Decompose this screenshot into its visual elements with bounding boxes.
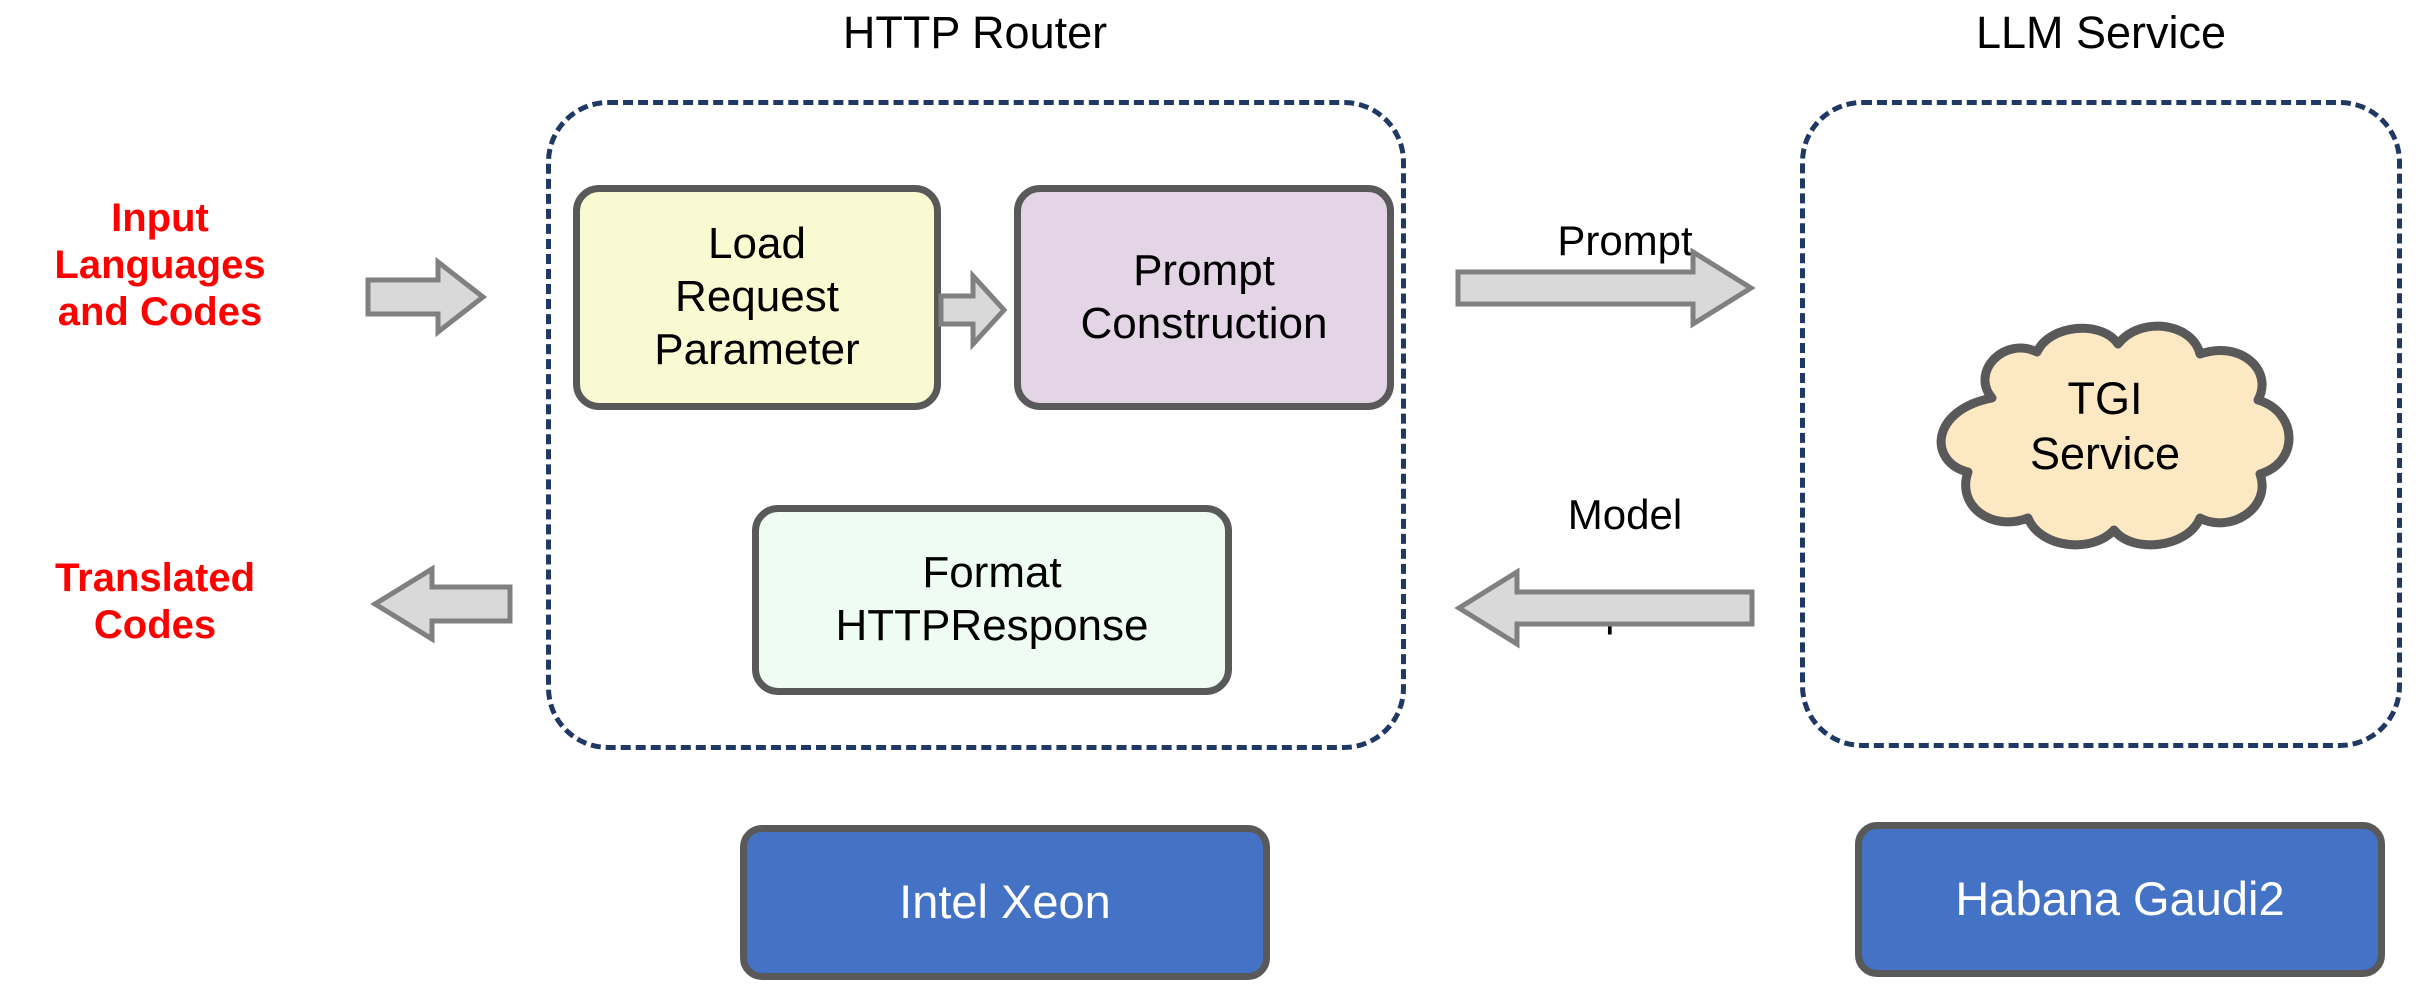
output-label-line-2: Codes [93,603,217,648]
format-httpresponse-line-1: Format [922,548,1062,598]
llm-service-title: LLM Service [1975,7,2227,58]
hardware-habana-gaudi2-label: Habana Gaudi2 [1955,872,2285,926]
load-to-prompt-arrow [938,269,1008,351]
load-request-parameter-line-2: Request [675,272,839,322]
prompt-edge-label: Prompt [1440,168,1810,314]
prompt-construction-node[interactable]: Prompt Construction [1014,185,1394,410]
tgi-service-node[interactable]: TGI Service [1900,320,2310,555]
hardware-habana-gaudi2[interactable]: Habana Gaudi2 [1855,822,2385,977]
output-label-line-1: Translated [54,556,256,600]
input-label-line-3: and Codes [57,290,263,335]
prompt-construction-line-2: Construction [1080,298,1328,348]
http-router-container [546,100,1406,750]
llm-to-router-arrow [1454,567,1755,649]
router-to-output-arrow [370,564,513,644]
prompt-edge-label-line-1: Prompt [1557,216,1693,264]
input-label: Input Languages and Codes [10,195,310,337]
format-httpresponse-node[interactable]: Format HTTPResponse [752,505,1232,695]
input-label-line-1: Input [111,196,209,240]
input-label-line-2: Languages [54,243,266,288]
router-to-llm-arrow [1455,247,1756,329]
format-httpresponse-line-2: HTTPResponse [835,601,1149,650]
load-request-parameter-line-1: Load [708,219,806,269]
hardware-intel-xeon-label: Intel Xeon [899,875,1111,929]
llm-service-container [1800,100,2402,748]
hardware-intel-xeon[interactable]: Intel Xeon [740,825,1270,980]
input-to-router-arrow [365,256,488,338]
http-router-title: HTTP Router [842,7,1108,58]
load-request-parameter-line-3: Parameter [654,324,860,374]
output-label: Translated Codes [0,555,310,649]
model-response-edge-label: Model Response [1430,442,1820,686]
model-response-edge-label-line-1: Model [1567,490,1683,538]
prompt-construction-line-1: Prompt [1133,245,1275,295]
load-request-parameter-node[interactable]: Load Request Parameter [573,185,941,410]
